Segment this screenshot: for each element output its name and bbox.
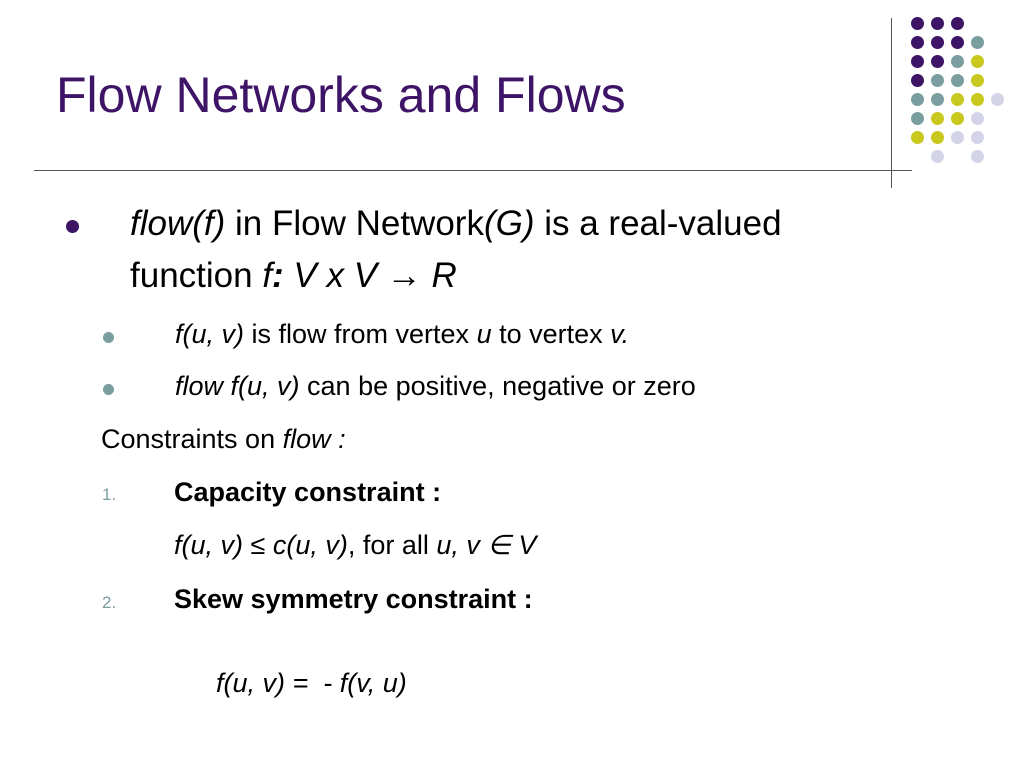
sub-bullet-text: can be positive, negative or zero (299, 371, 696, 401)
sub-bullet-text: is flow from vertex (244, 319, 477, 349)
decor-dot (951, 17, 964, 30)
formula-italic: f(u, v) ≤ c(u, v) (174, 530, 348, 560)
decor-dot (931, 112, 944, 125)
decor-dot (971, 112, 984, 125)
sub-bullet-marker (103, 384, 114, 395)
sub-bullet-2: flow f(u, v) can be positive, negative o… (175, 371, 696, 402)
main-bullet-text: function (130, 256, 263, 295)
vertical-divider (891, 18, 892, 188)
decor-dot (971, 36, 984, 49)
decor-dot (931, 74, 944, 87)
flow-term: flow(f) (130, 204, 226, 243)
main-bullet-marker (66, 220, 79, 233)
decor-dot (971, 131, 984, 144)
constraints-label-text: Constraints on (101, 424, 283, 454)
constraint-number: 2. (102, 593, 117, 612)
decor-dot (951, 112, 964, 125)
decor-dot (911, 74, 924, 87)
function-colon: : (272, 256, 284, 295)
decor-dot (911, 112, 924, 125)
decor-dot (971, 55, 984, 68)
decor-dot (931, 150, 944, 163)
formula-text: , for all (347, 530, 437, 560)
decor-dot (971, 150, 984, 163)
decor-dot (931, 17, 944, 30)
constraint-formula: f(u, v) = - f(v, u) (186, 637, 407, 730)
decor-dot (931, 55, 944, 68)
slide-title: Flow Networks and Flows (56, 67, 626, 123)
constraint-formula: f(u, v) ≤ c(u, v), for all u, v ∈ V (174, 530, 536, 561)
decor-dot (911, 36, 924, 49)
decor-dot (951, 55, 964, 68)
sub-bullet-text: to vertex (491, 319, 611, 349)
sub-bullet-marker (103, 332, 114, 343)
decor-dot (931, 36, 944, 49)
decor-dot (911, 55, 924, 68)
decor-dot (931, 93, 944, 106)
sub-bullet-1: f(u, v) is flow from vertex u to vertex … (175, 319, 629, 350)
constraint-heading: Skew symmetry constraint : (174, 584, 533, 614)
function-domain: V x V → R (283, 256, 457, 295)
formula-italic: u, v ∈ V (436, 530, 537, 560)
main-bullet-line-2: function f: V x V → R (130, 256, 457, 296)
sub-bullet-italic: flow f(u, v) (175, 371, 300, 401)
constraints-label-italic: flow : (282, 424, 346, 454)
decor-dot (951, 74, 964, 87)
sub-bullet-italic: u (476, 319, 492, 349)
decor-dot (931, 131, 944, 144)
main-bullet-text: is a real-valued (534, 204, 782, 243)
title-underline (34, 170, 912, 171)
formula-italic: f(u, v) = - f(v, u) (216, 668, 407, 698)
main-bullet-line-1: flow(f) in Flow Network(G) is a real-val… (130, 204, 782, 244)
sub-bullet-italic: f(u, v) (175, 319, 245, 349)
decor-dot (991, 93, 1004, 106)
network-term: (G) (483, 204, 535, 243)
constraint-heading: Capacity constraint : (174, 477, 442, 507)
decor-dot (911, 131, 924, 144)
main-bullet-text: in Flow Network (225, 204, 484, 243)
decor-dot (971, 74, 984, 87)
constraints-label: Constraints on flow : (101, 424, 346, 455)
decor-dot (911, 17, 924, 30)
decor-dot (951, 36, 964, 49)
constraint-number: 1. (102, 485, 117, 504)
sub-bullet-italic: v. (610, 319, 630, 349)
decor-dot (971, 93, 984, 106)
function-symbol: f (262, 256, 273, 295)
decor-dot (951, 131, 964, 144)
decor-dot (951, 93, 964, 106)
decor-dot (911, 93, 924, 106)
